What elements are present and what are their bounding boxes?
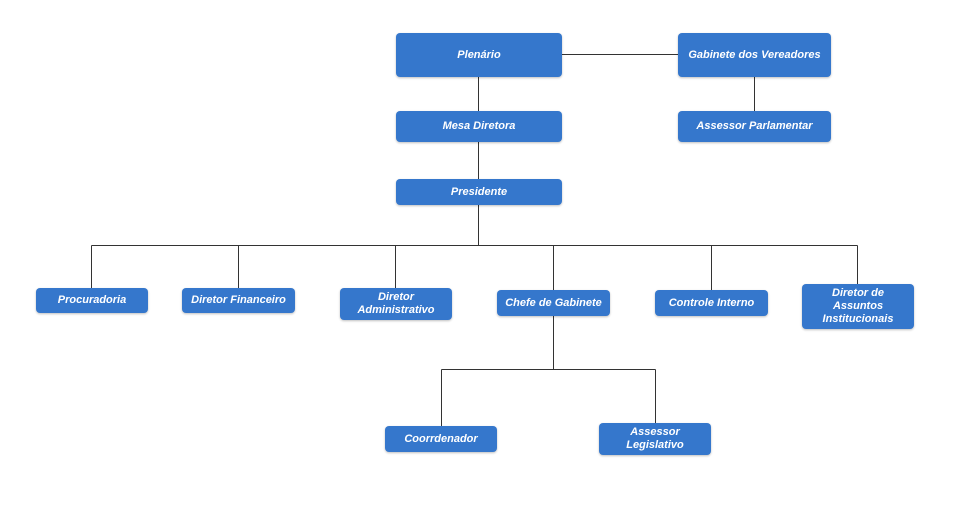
node-diretor-de-assuntos-institucionais: Diretor de Assuntos Institucionais: [802, 284, 914, 329]
node-label: Diretor Financeiro: [191, 294, 286, 306]
node-label: Diretor de Assuntos Institucionais: [822, 287, 894, 325]
node-assessor-legislativo: Assessor Legislativo: [599, 423, 711, 455]
node-label: Presidente: [450, 185, 508, 198]
node-diretor-financeiro: Diretor Financeiro: [182, 288, 295, 313]
node-chefe-de-gabinete: Chefe de Gabinete: [497, 290, 610, 316]
node-label: Assessor Parlamentar: [696, 120, 813, 132]
node-label: Plenário: [457, 48, 501, 61]
node-label: Chefe de Gabinete: [505, 296, 602, 309]
node-presidente: Presidente: [396, 179, 562, 205]
node-label: Coorrdenador: [404, 432, 478, 445]
node-label: Mesa Diretora: [442, 120, 516, 132]
node-controle-interno: Controle Interno: [655, 290, 768, 316]
node-label: Gabinete dos Vereadores: [688, 48, 821, 61]
node-assessor-parlamentar: Assessor Parlamentar: [678, 111, 831, 142]
node-procuradoria: Procuradoria: [36, 288, 148, 313]
node-label: Diretor Administrativo: [357, 291, 435, 316]
node-coordenador: Coorrdenador: [385, 426, 497, 452]
node-plenario: Plenário: [396, 33, 562, 77]
node-label: Procuradoria: [57, 294, 127, 306]
node-label: Controle Interno: [668, 296, 755, 309]
node-diretor-administrativo: Diretor Administrativo: [340, 288, 452, 320]
node-label: Assessor Legislativo: [626, 426, 684, 451]
node-mesa-diretora: Mesa Diretora: [396, 111, 562, 142]
node-gabinete-dos-vereadores: Gabinete dos Vereadores: [678, 33, 831, 77]
